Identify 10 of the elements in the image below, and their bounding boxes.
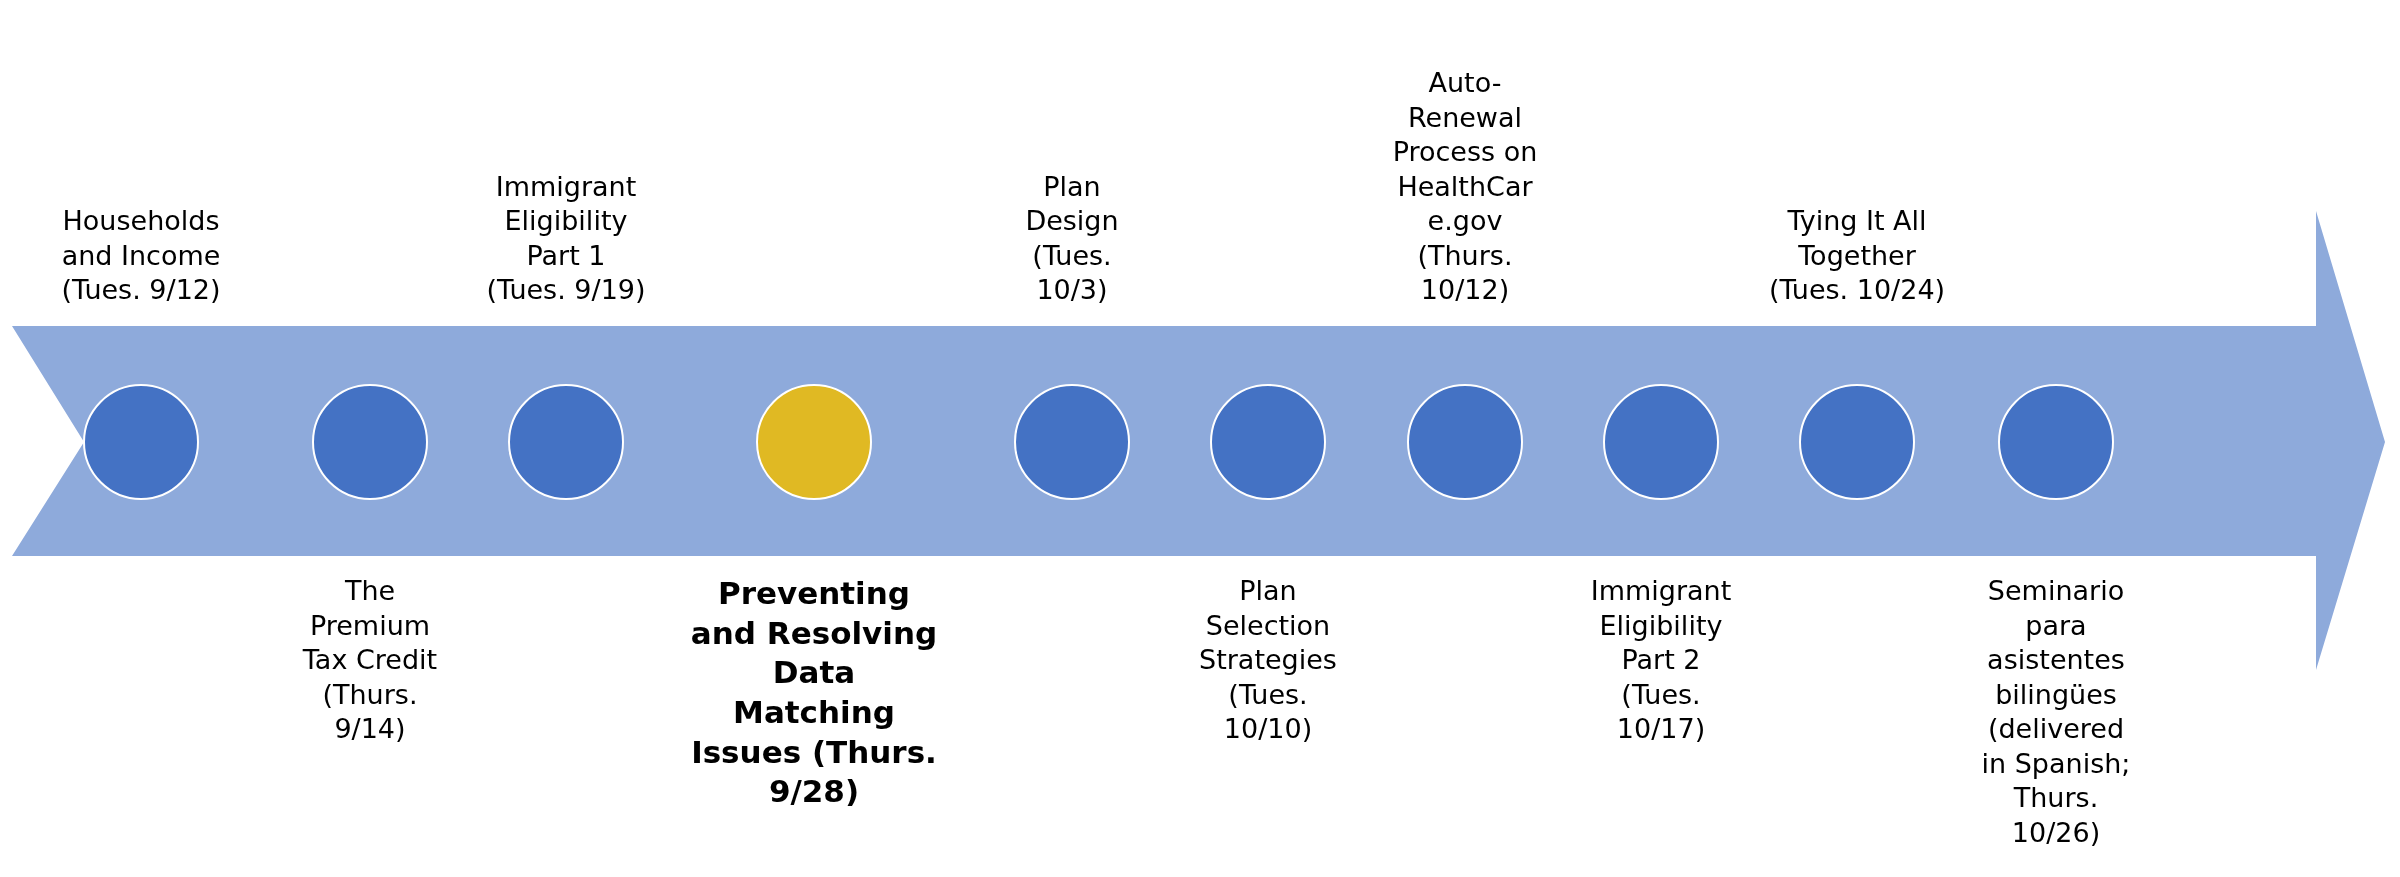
milestone-label: Seminario para asistentes bilingües (delivered in Spanish; Thurs. 10/26) bbox=[1980, 574, 2132, 850]
milestone-label: Immigrant Eligibility Part 1 (Tues. 9/19) bbox=[485, 169, 647, 308]
milestone-label: Plan Selection Strategies (Tues. 10/10) bbox=[1198, 574, 1338, 747]
milestone-label: Households and Income (Tues. 9/12) bbox=[60, 204, 222, 308]
milestone-label: The Premium Tax Credit (Thurs. 9/14) bbox=[301, 574, 439, 747]
milestone-label: Plan Design (Tues. 10/3) bbox=[1024, 169, 1120, 308]
milestone-label: Preventing and Resolving Data Matching Issues (Thurs. 9/28) bbox=[689, 574, 939, 812]
milestone-label: Immigrant Eligibility Part 2 (Tues. 10/17) bbox=[1589, 574, 1733, 747]
milestone-label: Tying It All Together (Tues. 10/24) bbox=[1767, 204, 1947, 308]
milestone-label: Auto-Renewal Process on HealthCare.gov (Thurs. 10/12) bbox=[1391, 66, 1539, 308]
